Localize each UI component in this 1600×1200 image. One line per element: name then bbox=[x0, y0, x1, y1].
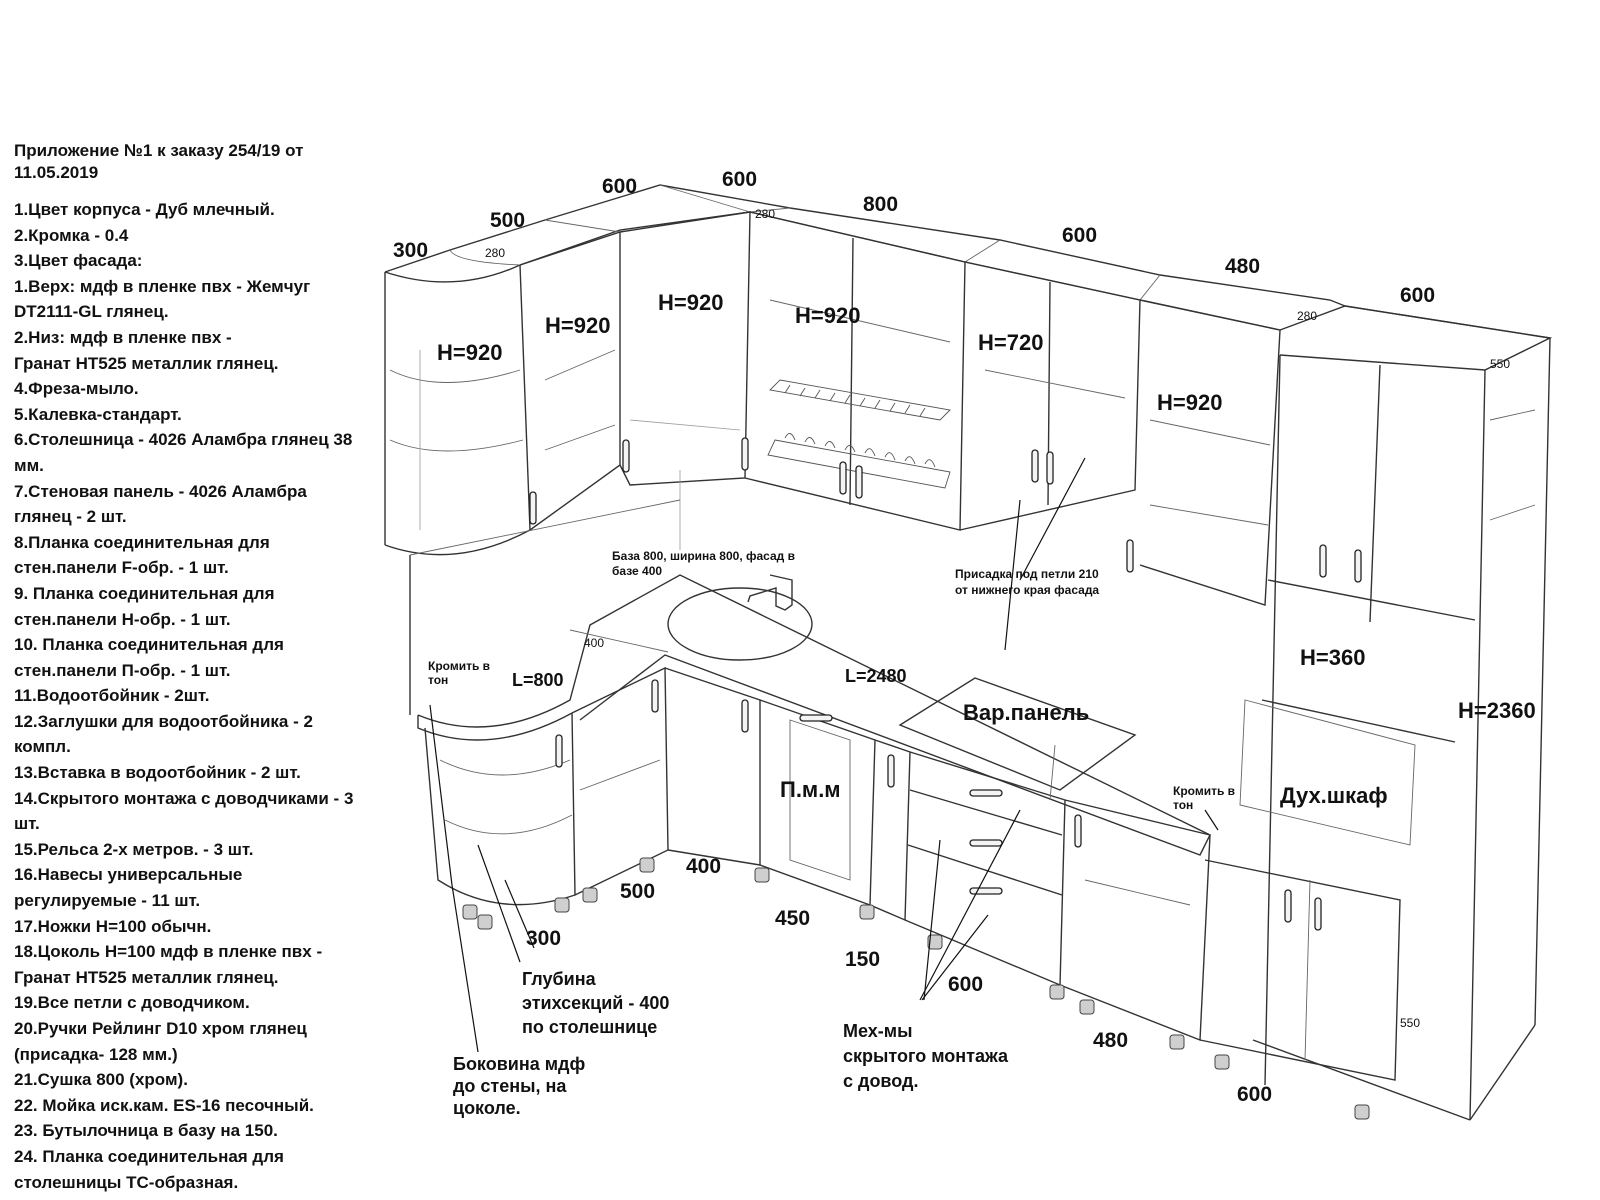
spec-item: 4.Фреза-мыло. bbox=[14, 379, 139, 399]
height-label: H=920 bbox=[795, 303, 860, 328]
spec-item: 23. Бутылочница в базу на 150. bbox=[14, 1121, 278, 1141]
spec-item: 2.Кромка - 0.4 bbox=[14, 225, 129, 245]
dim-upper-600a: 600 bbox=[602, 175, 637, 198]
spec-list: 1.Цвет корпуса - Дуб млечный. 2.Кромка -… bbox=[14, 197, 406, 1195]
spec-item: 16.Навесы универсальные регулируемые - 1… bbox=[14, 865, 243, 911]
dim-lower-600b: 600 bbox=[1237, 1083, 1272, 1106]
spec-item: 22. Мойка иск.кам. ES-16 песочный. bbox=[14, 1095, 314, 1115]
height-label: H=720 bbox=[978, 330, 1043, 355]
dim-lower-300: 300 bbox=[526, 927, 561, 950]
dishwasher-label: П.м.м bbox=[780, 777, 841, 802]
dim-lower-150: 150 bbox=[845, 948, 880, 971]
spec-item: 15.Рельса 2-х метров. - 3 шт. bbox=[14, 839, 254, 859]
spec-item: 8.Планка соединительная для стен.панели … bbox=[14, 532, 270, 578]
spec-item: 1.Цвет корпуса - Дуб млечный. bbox=[14, 200, 275, 219]
spec-item: 21.Сушка 800 (хром). bbox=[14, 1070, 188, 1090]
spec-item: 1.Верх: мдф в пленке пвх - Жемчуг DT2111… bbox=[14, 276, 311, 322]
feet bbox=[462, 857, 1370, 1120]
spec-item: 10. Планка соединительная для стен.панел… bbox=[14, 635, 284, 680]
spec-item: 13.Вставка в водоотбойник - 2 шт. bbox=[14, 763, 301, 783]
spec-item: 2.Низ: мдф в пленке пвх - Гранат НТ525 м… bbox=[14, 327, 279, 373]
spec-title: Приложение №1 к заказу 254/19 от 11.05.2… bbox=[14, 141, 304, 182]
dim-depth-280c: 280 bbox=[1297, 309, 1317, 323]
height-label: H=920 bbox=[658, 290, 723, 315]
dim-lower-480: 480 bbox=[1093, 1029, 1128, 1052]
dim-depth-400: 400 bbox=[584, 636, 604, 650]
spec-item: 24. Планка соединительная для столешницы… bbox=[14, 1146, 284, 1192]
spec-item: 14.Скрытого монтажа с доводчиками - 3 шт… bbox=[14, 788, 354, 834]
spec-item: 7.Стеновая панель - 4026 Аламбра глянец … bbox=[14, 481, 307, 527]
dim-lower-500: 500 bbox=[620, 880, 655, 903]
dim-lower-600a: 600 bbox=[948, 973, 983, 996]
hob-label: Вар.панель bbox=[963, 700, 1089, 725]
spec-item: 9. Планка соединительная для стен.панели… bbox=[14, 583, 275, 629]
dim-depth-550a: 550 bbox=[1490, 357, 1510, 371]
dim-lower-450: 450 bbox=[775, 907, 810, 930]
lower-cabinets bbox=[424, 666, 1416, 1081]
length-label: L=2480 bbox=[845, 666, 907, 686]
spec-item: 12.Заглушки для водоотбойника - 2 компл. bbox=[14, 711, 313, 757]
spec-item: 20.Ручки Рейлинг D10 хром глянец (присад… bbox=[14, 1019, 307, 1064]
spec-item: 17.Ножки Н=100 обычн. bbox=[14, 916, 212, 936]
spec-item: 6.Столешница - 4026 Аламбра глянец 38 мм… bbox=[14, 430, 353, 475]
wall-and-frame bbox=[409, 499, 681, 715]
spec-item: 5.Калевка-стандарт. bbox=[14, 404, 182, 424]
height-label: H=360 bbox=[1300, 645, 1365, 670]
spec-item: 18.Цоколь Н=100 мдф в пленке пвх - Грана… bbox=[14, 942, 323, 987]
height-label: H=920 bbox=[545, 313, 610, 338]
spec-item: 19.Все петли с доводчиком. bbox=[14, 993, 250, 1013]
spec-item: 11.Водоотбойник - 2шт. bbox=[14, 686, 210, 706]
spec-panel: Приложение №1 к заказу 254/19 от 11.05.2… bbox=[14, 140, 406, 1195]
dim-upper-300: 300 bbox=[393, 239, 428, 262]
leader-lines bbox=[429, 457, 1219, 1053]
dim-upper-600d: 600 bbox=[1400, 284, 1435, 307]
dim-depth-280b: 280 bbox=[755, 207, 775, 221]
height-label: H=920 bbox=[437, 340, 502, 365]
dim-lower-400: 400 bbox=[686, 855, 721, 878]
dim-upper-480: 480 bbox=[1225, 255, 1260, 278]
oven-label: Дух.шкаф bbox=[1280, 783, 1388, 808]
spec-item: 3.Цвет фасада: bbox=[14, 251, 143, 271]
dim-depth-550b: 550 bbox=[1400, 1016, 1420, 1030]
dim-upper-600b: 600 bbox=[722, 168, 757, 191]
height-label: H=2360 bbox=[1458, 698, 1536, 723]
dim-depth-280a: 280 bbox=[485, 246, 505, 260]
upper-cabinets bbox=[384, 184, 1553, 1121]
handles bbox=[529, 437, 1362, 931]
dim-upper-800: 800 bbox=[863, 193, 898, 216]
dimension-labels: 300 500 600 600 800 600 480 600 280 280 … bbox=[393, 168, 1536, 1106]
length-label: L=800 bbox=[512, 670, 564, 690]
dim-upper-500: 500 bbox=[490, 209, 525, 232]
height-label: H=920 bbox=[1157, 390, 1222, 415]
dim-upper-600c: 600 bbox=[1062, 224, 1097, 247]
